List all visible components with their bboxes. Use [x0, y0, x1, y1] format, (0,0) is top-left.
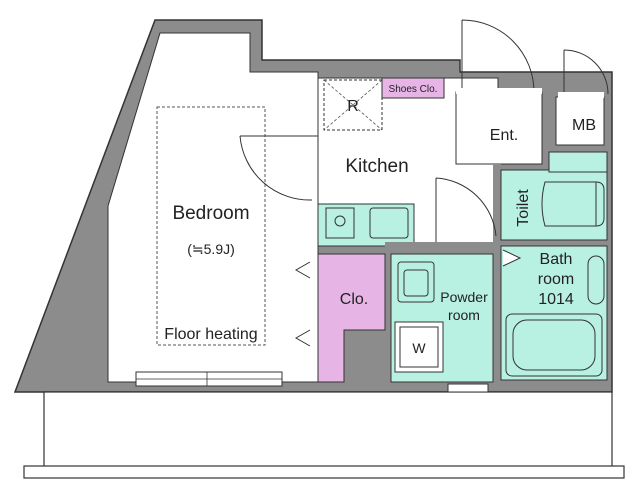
bedroom-label: Bedroom	[172, 203, 249, 224]
bathroom-label-1: Bath	[540, 251, 573, 268]
powder-room-window	[447, 383, 489, 393]
bathroom-door	[502, 249, 522, 267]
closet-door	[294, 329, 311, 347]
sink	[369, 207, 409, 239]
balcony	[43, 391, 613, 469]
floor-heating-area	[156, 106, 266, 346]
washer-label: W	[412, 340, 426, 356]
bedroom-size-label: (≒5.9J)	[187, 241, 235, 257]
interior-wall	[385, 242, 503, 254]
refrigerator-diag	[323, 79, 383, 131]
entrance-label: Ent.	[490, 127, 518, 144]
mb-door-gap	[558, 92, 604, 98]
washbasin-bowl	[403, 269, 429, 297]
bathtub	[505, 313, 603, 377]
stove	[325, 207, 355, 239]
bathroom-label-2: room	[538, 271, 574, 288]
stove-burner	[334, 215, 346, 227]
washbasin	[397, 261, 435, 303]
closet-label: Clo.	[340, 291, 368, 308]
mb-door	[563, 49, 609, 97]
interior-wall	[493, 164, 501, 382]
refrigerator-diag	[323, 79, 383, 131]
shoe-closet	[381, 77, 445, 99]
bedroom-door	[239, 135, 318, 201]
bath-faucet	[587, 255, 605, 305]
closet	[317, 253, 386, 383]
washer-space	[394, 321, 444, 373]
mb-floor	[555, 96, 605, 146]
kitchen-label: Kitchen	[345, 156, 408, 177]
bathroom-label-3: 1014	[538, 291, 574, 308]
refrigerator-label: R	[347, 98, 359, 115]
toilet-tank	[548, 151, 608, 173]
floor-heating-label: Floor heating	[164, 326, 257, 343]
powder-room-label-1: Powder	[440, 289, 488, 305]
balcony-rail	[23, 465, 625, 479]
powder-room-door	[435, 177, 497, 242]
mb-label: MB	[572, 117, 596, 134]
toilet-bowl	[541, 181, 605, 227]
entrance-door	[461, 19, 535, 93]
shoe-closet-label: Shoes Clo.	[389, 84, 438, 95]
bathtub-inner	[512, 319, 596, 371]
washer-pan	[399, 326, 439, 368]
powder-room-label-2: room	[448, 307, 480, 323]
entrance-door-gap	[456, 88, 542, 94]
toilet-label: Toilet	[515, 189, 532, 227]
closet-door	[294, 261, 311, 279]
